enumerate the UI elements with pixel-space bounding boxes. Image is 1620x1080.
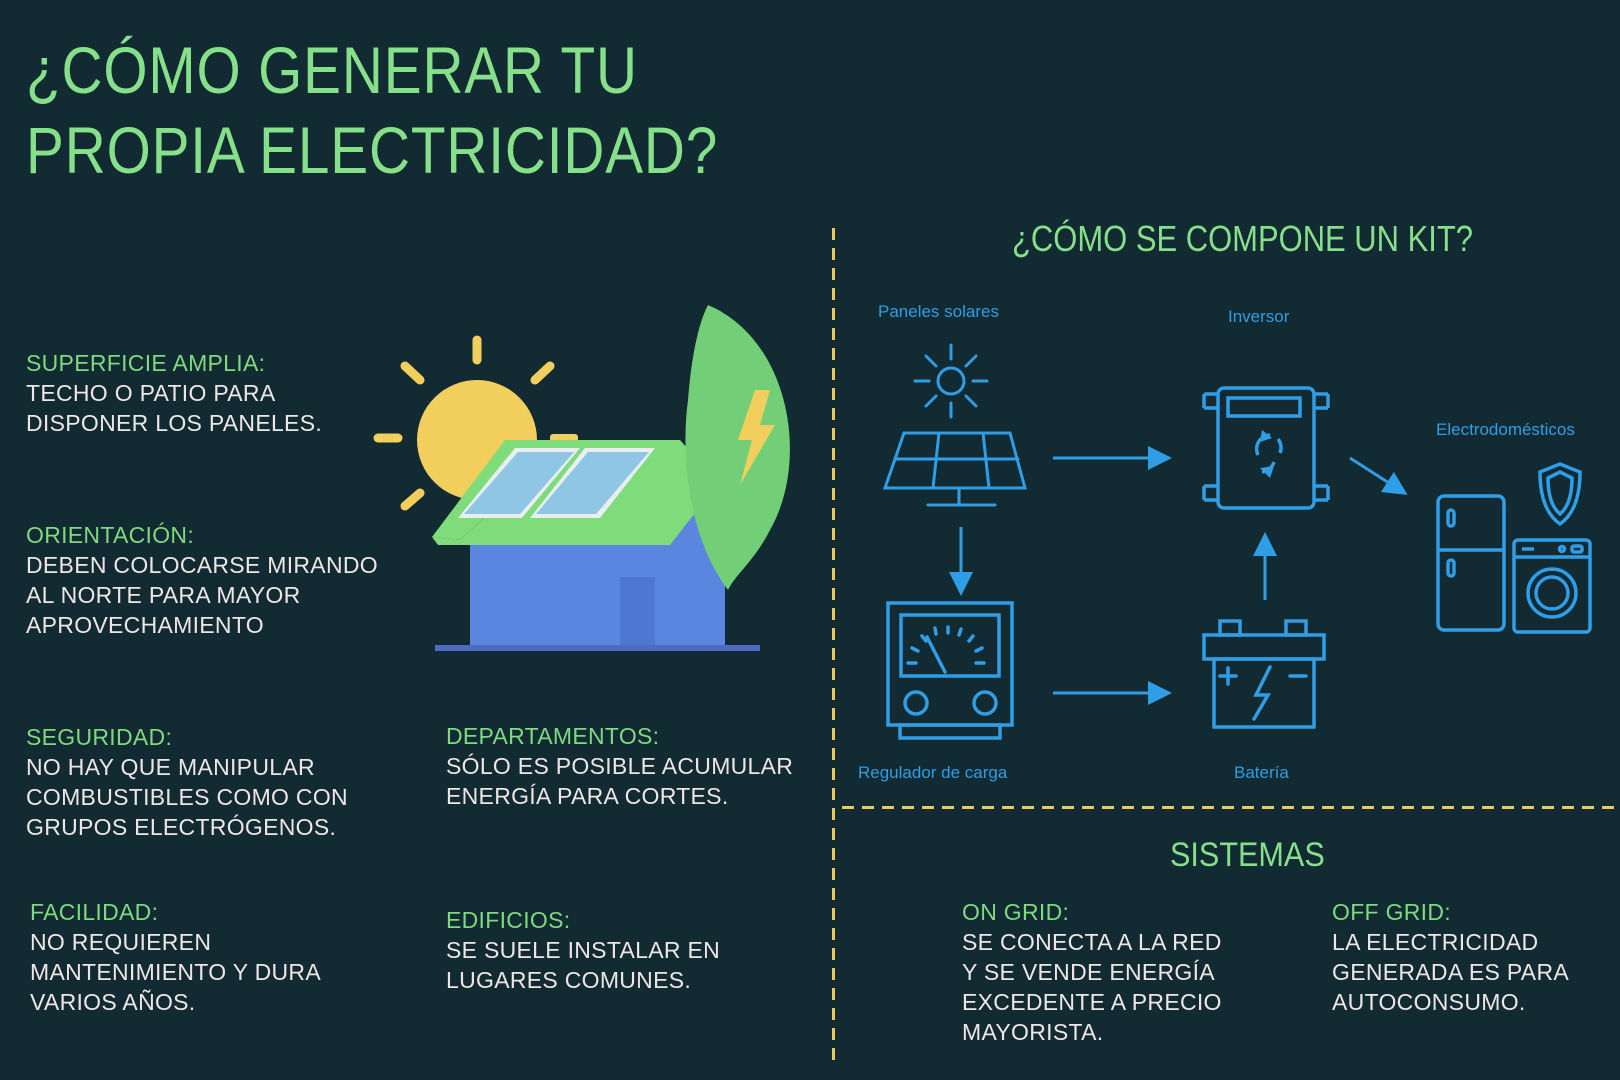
- kit-title: ¿CÓMO SE COMPONE UN KIT?: [1012, 218, 1474, 259]
- system-line: MAYORISTA.: [962, 1019, 1104, 1045]
- title-line-1: ¿CÓMO GENERAR TU: [26, 33, 638, 107]
- req-line: MANTENIMIENTO Y DURA: [30, 959, 321, 985]
- system-line: AUTOCONSUMO.: [1332, 989, 1526, 1015]
- req-line: NO HAY QUE MANIPULAR: [26, 754, 315, 780]
- lightning-icon: [738, 390, 775, 485]
- battery-icon: [1202, 619, 1326, 729]
- systems-title: SISTEMAS: [1170, 836, 1325, 874]
- req-line: COMBUSTIBLES COMO CON: [26, 784, 348, 810]
- req-heading: SEGURIDAD:: [26, 724, 173, 750]
- req-edificios: EDIFICIOS: SE SUELE INSTALAR EN LUGARES …: [446, 905, 720, 995]
- req-line: ENERGÍA PARA CORTES.: [446, 783, 729, 809]
- req-line: DISPONER LOS PANELES.: [26, 410, 323, 436]
- system-line: SE CONECTA A LA RED: [962, 929, 1222, 955]
- req-line: VARIOS AÑOS.: [30, 989, 196, 1015]
- solar-house-illustration: [373, 305, 790, 651]
- title-line-2: PROPIA ELECTRICIDAD?: [26, 113, 719, 187]
- req-line: LUGARES COMUNES.: [446, 967, 692, 993]
- solar-panel-icon: [882, 343, 1027, 507]
- req-heading: ORIENTACIÓN:: [26, 522, 195, 548]
- inverter-icon: [1202, 386, 1330, 510]
- system-heading: ON GRID:: [962, 899, 1070, 925]
- req-heading: EDIFICIOS:: [446, 907, 571, 933]
- req-line: SE SUELE INSTALAR EN: [446, 937, 720, 963]
- label-regulador: Regulador de carga: [858, 763, 1008, 782]
- req-facilidad: FACILIDAD: NO REQUIEREN MANTENIMIENTO Y …: [30, 897, 321, 1017]
- req-seguridad: SEGURIDAD: NO HAY QUE MANIPULAR COMBUSTI…: [26, 722, 348, 842]
- req-heading: DEPARTAMENTOS:: [446, 723, 660, 749]
- req-line: TECHO O PATIO PARA: [26, 380, 276, 406]
- vertical-divider: [832, 228, 835, 1060]
- page-title: ¿CÓMO GENERAR TU PROPIA ELECTRICIDAD?: [26, 30, 718, 190]
- req-heading: FACILIDAD:: [30, 899, 159, 925]
- req-line: APROVECHAMIENTO: [26, 612, 264, 638]
- label-inversor: Inversor: [1228, 307, 1290, 326]
- req-superficie: SUPERFICIE AMPLIA: TECHO O PATIO PARA DI…: [26, 348, 322, 438]
- system-on-grid: ON GRID: SE CONECTA A LA RED Y SE VENDE …: [962, 897, 1222, 1047]
- req-line: DEBEN COLOCARSE MIRANDO: [26, 552, 378, 578]
- system-line: LA ELECTRICIDAD: [1332, 929, 1539, 955]
- system-line: Y SE VENDE ENERGÍA: [962, 959, 1215, 985]
- leaf-icon: [685, 305, 790, 590]
- system-line: EXCEDENTE A PRECIO: [962, 989, 1222, 1015]
- req-orientacion: ORIENTACIÓN: DEBEN COLOCARSE MIRANDO AL …: [26, 520, 378, 640]
- label-bateria: Batería: [1234, 763, 1289, 782]
- req-departamentos: DEPARTAMENTOS: SÓLO ES POSIBLE ACUMULAR …: [446, 721, 793, 811]
- system-off-grid: OFF GRID: LA ELECTRICIDAD GENERADA ES PA…: [1332, 897, 1569, 1017]
- req-line: GRUPOS ELECTRÓGENOS.: [26, 814, 337, 840]
- label-electrodomesticos: Electrodomésticos: [1436, 420, 1575, 439]
- req-line: NO REQUIEREN: [30, 929, 212, 955]
- charge-regulator-icon: [886, 601, 1014, 740]
- horizontal-divider: [842, 806, 1620, 809]
- req-line: SÓLO ES POSIBLE ACUMULAR: [446, 753, 794, 779]
- label-paneles: Paneles solares: [878, 302, 999, 321]
- system-line: GENERADA ES PARA: [1332, 959, 1570, 985]
- system-heading: OFF GRID:: [1332, 899, 1451, 925]
- appliances-icon: [1436, 462, 1592, 634]
- solar-panel-icon: [458, 448, 655, 518]
- req-heading: SUPERFICIE AMPLIA:: [26, 350, 266, 376]
- req-line: AL NORTE PARA MAYOR: [26, 582, 301, 608]
